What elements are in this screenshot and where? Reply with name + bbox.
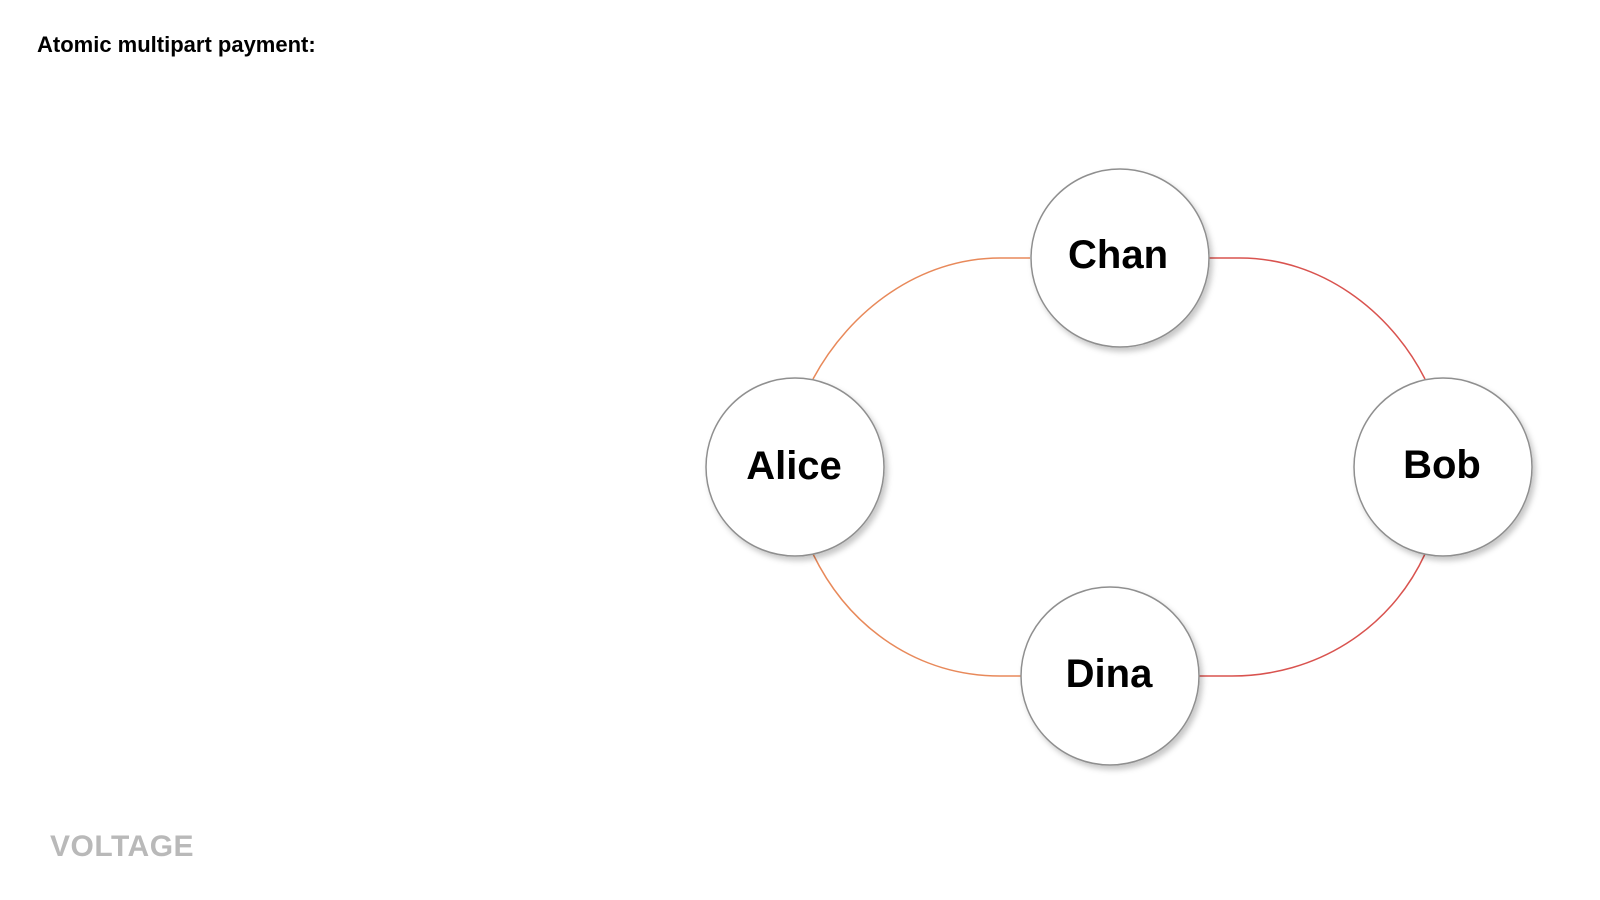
node-chan-label: Chan (1068, 233, 1168, 277)
node-bob-label: Bob (1403, 443, 1481, 487)
node-chan: Chan (1030, 168, 1210, 348)
voltage-logo-text: VOLTAGE (50, 830, 194, 862)
voltage-logo: VOLTAGE (50, 830, 194, 862)
edge-chan-bob (1208, 257, 1426, 380)
slide-title: Atomic multipart payment: (37, 32, 316, 57)
node-alice-label: Alice (746, 444, 842, 488)
edge-alice-dina (812, 553, 1022, 677)
edge-alice-chan (812, 257, 1030, 380)
node-dina: Dina (1020, 586, 1200, 766)
node-bob: Bob (1353, 377, 1533, 557)
node-dina-label: Dina (1066, 652, 1153, 696)
edge-dina-bob (1198, 553, 1426, 677)
node-alice: Alice (705, 377, 885, 557)
